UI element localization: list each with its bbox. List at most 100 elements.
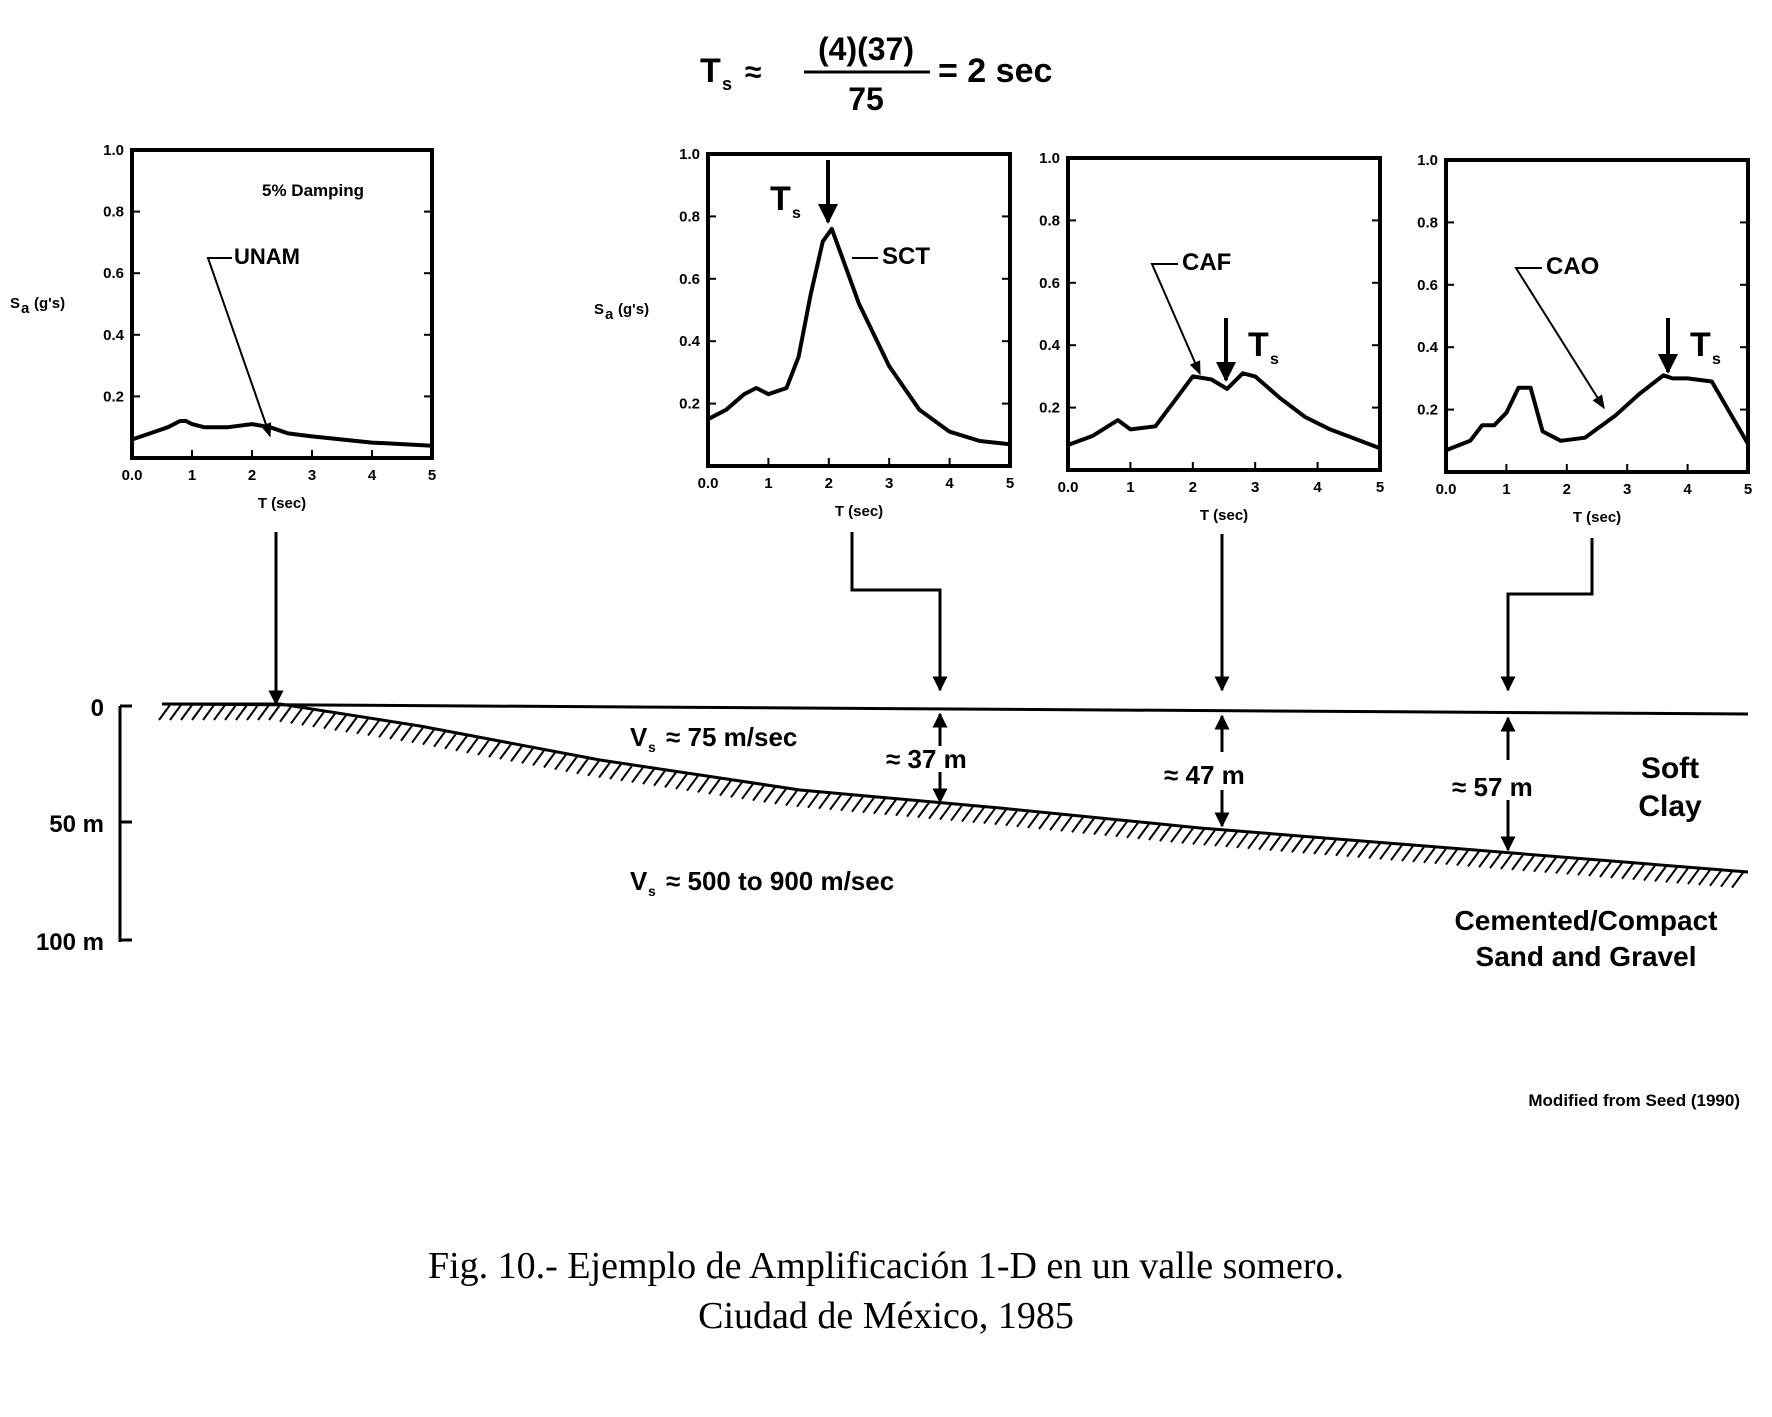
x-tick-label-sct: 1	[764, 475, 772, 492]
bedrock-hatching	[158, 704, 1744, 889]
hatch-mark	[785, 789, 798, 807]
leader-unam	[206, 257, 272, 438]
hatch-mark	[576, 758, 589, 775]
spectrum-curve-sct	[707, 226, 1011, 447]
hatch-mark	[1632, 864, 1645, 881]
x-tick-label-caf: 0.0	[1058, 479, 1079, 496]
hatch-mark	[345, 716, 358, 733]
hatch-mark	[543, 751, 556, 769]
hatch-mark	[378, 721, 391, 738]
y-tick-label-cao: 1.0	[1417, 152, 1438, 169]
hatch-mark	[1049, 814, 1062, 831]
hatch-mark	[1038, 813, 1051, 830]
vs-rock-sub: s	[648, 883, 656, 899]
depth-label-100: 100 m	[36, 929, 104, 956]
hatch-mark	[1401, 845, 1414, 862]
vs-rock-v: V	[630, 866, 648, 896]
hatch-mark	[169, 704, 182, 721]
panel-frame-unam	[130, 148, 434, 460]
hatch-mark	[532, 749, 545, 767]
hatch-mark	[224, 704, 237, 721]
hatch-mark	[1016, 811, 1029, 828]
hatch-mark	[653, 770, 666, 787]
hatch-mark	[1082, 817, 1095, 834]
hatch-mark	[1302, 837, 1315, 854]
hatch-mark	[906, 801, 919, 818]
hatch-mark	[202, 704, 215, 721]
hatch-mark	[1357, 841, 1370, 859]
hatch-mark	[191, 704, 204, 721]
hatch-mark	[1500, 853, 1513, 870]
x-tick-label-sct: 2	[825, 475, 833, 492]
x-axis-label-cao: T (sec)	[1573, 509, 1621, 526]
vs-rock-value: ≈ 500 to 900 m/sec	[666, 866, 894, 896]
depth-label-0: 0	[91, 695, 104, 722]
hatch-mark	[367, 719, 380, 737]
hatch-mark	[257, 704, 270, 721]
depth-label-50: 50 m	[49, 811, 104, 838]
hatch-mark	[1412, 846, 1425, 863]
y-tick-label-caf: 0.8	[1039, 212, 1060, 229]
y-tick-label-unam: 0.6	[103, 265, 124, 282]
x-axis-label-caf: T (sec)	[1200, 507, 1248, 524]
hatch-mark	[1060, 815, 1073, 832]
hatch-mark	[1225, 831, 1238, 848]
figure-caption-line1: Fig. 10.- Ejemplo de Amplificación 1-D e…	[428, 1245, 1344, 1287]
x-tick-label-sct: 5	[1006, 475, 1014, 492]
hatch-mark	[1709, 870, 1722, 887]
hatch-mark	[730, 781, 743, 798]
hatch-mark	[1335, 840, 1348, 857]
hatch-mark	[862, 797, 875, 814]
x-tick-label-caf: 2	[1189, 479, 1197, 496]
hatch-mark	[499, 743, 512, 760]
hatch-mark	[1665, 866, 1678, 883]
x-tick-label-cao: 2	[1563, 481, 1571, 498]
hatch-mark	[983, 807, 996, 825]
hatch-mark	[1214, 830, 1227, 847]
y-tick-label-caf: 0.2	[1039, 400, 1060, 417]
hatch-mark	[961, 805, 974, 823]
hatch-mark	[1643, 864, 1656, 882]
x-tick-label-unam: 5	[428, 467, 436, 484]
hatch-mark	[851, 796, 864, 813]
x-tick-label-cao: 4	[1683, 481, 1692, 498]
hatch-mark	[675, 773, 688, 790]
hatch-mark	[774, 788, 787, 805]
connector-sct	[850, 532, 948, 692]
spectrum-curve-cao	[1445, 373, 1750, 453]
hatch-mark	[565, 756, 578, 773]
hatch-mark	[466, 737, 479, 754]
y-axis-label-unit-unam: (g's)	[34, 295, 65, 312]
hatch-mark	[1071, 816, 1084, 833]
hatch-mark	[180, 704, 193, 721]
vs-soft-v: V	[630, 722, 648, 752]
ts-sub-caf: s	[1270, 351, 1279, 368]
y-axis-label-unam: S	[10, 295, 20, 312]
connectors	[268, 532, 1594, 706]
hatch-mark	[1720, 871, 1733, 888]
hatch-mark	[510, 745, 523, 762]
hatch-mark	[1236, 832, 1249, 849]
hatch-mark	[1489, 852, 1502, 869]
hatch-mark	[895, 800, 908, 817]
y-tick-label-caf: 1.0	[1039, 150, 1060, 167]
hatch-mark	[1269, 834, 1282, 852]
hatch-mark	[1159, 825, 1172, 842]
hatch-mark	[1027, 812, 1040, 829]
hatch-mark	[411, 726, 424, 744]
x-axis-label-unam: T (sec)	[258, 495, 306, 512]
y-axis-label-sub-unam: a	[21, 300, 30, 317]
hatch-mark	[301, 709, 314, 726]
hatch-mark	[1467, 850, 1480, 867]
hatch-mark	[1005, 810, 1018, 827]
hatch-mark	[796, 791, 809, 808]
hatch-mark	[1346, 841, 1359, 858]
ts-sub-sct: s	[792, 205, 801, 222]
soft-clay-line2: Clay	[1638, 790, 1702, 823]
source-credit: Modified from Seed (1990)	[1528, 1091, 1740, 1110]
y-axis-label-unit-sct: (g's)	[618, 301, 649, 318]
spectrum-curve-unam	[131, 419, 433, 448]
thickness-37: ≈ 37 m	[886, 712, 967, 804]
